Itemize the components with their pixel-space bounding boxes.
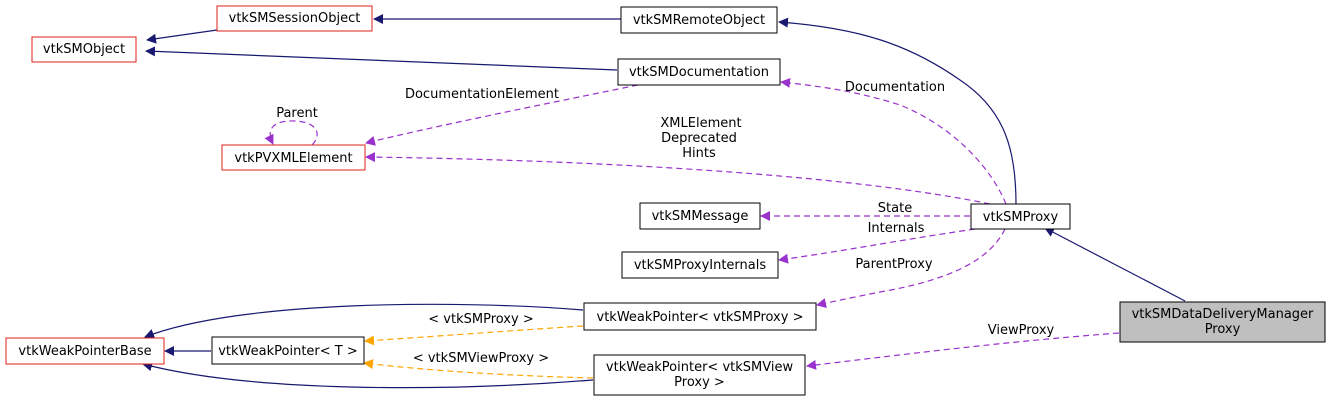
svg-text:vtkWeakPointer< vtkSMProxy >: vtkWeakPointer< vtkSMProxy > — [597, 310, 804, 325]
node-vtkweakpointer-vtksmviewproxy[interactable]: vtkWeakPointer< vtkSMView Proxy > — [593, 354, 806, 396]
svg-text:Parent: Parent — [276, 106, 318, 121]
edge-ddm-to-smproxy — [1044, 227, 1186, 302]
node-vtksmremoteobject[interactable]: vtkSMRemoteObject — [620, 6, 778, 34]
svg-text:Proxy >: Proxy > — [674, 375, 725, 390]
svg-text:vtkSMProxyInternals: vtkSMProxyInternals — [634, 258, 766, 273]
edge-smproxy-to-remoteobject — [778, 17, 1017, 205]
node-vtkweakpointer-vtksmproxy[interactable]: vtkWeakPointer< vtkSMProxy > — [583, 302, 817, 331]
svg-text:vtkSMDataDeliveryManager: vtkSMDataDeliveryManager — [1132, 307, 1314, 322]
svg-text:State: State — [878, 201, 912, 216]
svg-text:vtkWeakPointerBase: vtkWeakPointerBase — [18, 344, 151, 359]
edge-label-parentproxy: ParentProxy — [855, 257, 933, 272]
svg-text:ViewProxy: ViewProxy — [988, 323, 1055, 338]
edge-internals — [778, 228, 976, 264]
svg-text:vtkWeakPointer< T >: vtkWeakPointer< T > — [218, 344, 358, 359]
edge-viewproxy — [806, 332, 1120, 370]
edge-label-documentation: Documentation — [845, 80, 945, 95]
edge-parent-self — [264, 120, 318, 146]
edge-label-tmpl-smviewproxy: < vtkSMViewProxy > — [413, 351, 549, 366]
svg-text:< vtkSMViewProxy >: < vtkSMViewProxy > — [413, 351, 549, 366]
edge-weakptr-view-to-base — [142, 361, 594, 389]
svg-text:DocumentationElement: DocumentationElement — [405, 87, 559, 102]
svg-text:< vtkSMProxy >: < vtkSMProxy > — [428, 312, 533, 327]
edge-label-internals: Internals — [868, 221, 925, 236]
node-vtksmmessage[interactable]: vtkSMMessage — [639, 202, 761, 230]
edge-weakptr-proxy-to-base — [144, 303, 584, 339]
svg-text:vtkWeakPointer< vtkSMView: vtkWeakPointer< vtkSMView — [606, 360, 794, 375]
svg-text:ParentProxy: ParentProxy — [855, 257, 933, 272]
edge-xmlelement — [365, 152, 991, 205]
svg-text:XMLElement: XMLElement — [660, 116, 741, 131]
node-vtksmdocumentation[interactable]: vtkSMDocumentation — [617, 58, 781, 86]
svg-text:vtkSMRemoteObject: vtkSMRemoteObject — [633, 13, 765, 28]
svg-text:Hints: Hints — [682, 146, 716, 161]
node-vtksmsessionobject[interactable]: vtkSMSessionObject — [216, 5, 373, 32]
svg-text:vtkSMProxy: vtkSMProxy — [983, 210, 1059, 225]
edge-tmpl-smviewproxy — [363, 359, 594, 379]
node-vtkweakpointer-t[interactable]: vtkWeakPointer< T > — [211, 336, 365, 365]
edge-label-viewproxy: ViewProxy — [988, 323, 1055, 338]
edge-documentation-to-smobject — [145, 46, 618, 71]
svg-text:vtkSMMessage: vtkSMMessage — [652, 209, 749, 224]
svg-text:vtkSMObject: vtkSMObject — [43, 42, 125, 57]
svg-text:vtkSMSessionObject: vtkSMSessionObject — [229, 11, 361, 26]
svg-text:Proxy: Proxy — [1205, 322, 1241, 337]
edge-label-tmpl-smproxy: < vtkSMProxy > — [428, 312, 533, 327]
node-vtksmproxyinternals[interactable]: vtkSMProxyInternals — [621, 251, 779, 279]
edge-documentation — [780, 77, 1007, 205]
edge-tmpl-smproxy — [364, 325, 584, 346]
node-vtkweakpointerbase[interactable]: vtkWeakPointerBase — [5, 337, 165, 365]
edge-label-parent: Parent — [276, 106, 318, 121]
edge-label-documentation-element: DocumentationElement — [405, 87, 559, 102]
svg-text:vtkSMDocumentation: vtkSMDocumentation — [629, 65, 769, 80]
node-vtksmobject[interactable]: vtkSMObject — [31, 36, 137, 63]
node-vtksmproxy[interactable]: vtkSMProxy — [970, 203, 1071, 230]
edge-label-xmlelement: XMLElement Deprecated Hints — [660, 116, 741, 161]
edge-sessionobject-to-smobject — [146, 29, 218, 44]
svg-text:vtkPVXMLElement: vtkPVXMLElement — [234, 151, 352, 166]
node-vtkpvxmlelement[interactable]: vtkPVXMLElement — [221, 144, 366, 171]
edge-label-state: State — [878, 201, 912, 216]
svg-text:Deprecated: Deprecated — [661, 131, 737, 146]
edge-parentproxy — [816, 228, 1006, 308]
svg-text:Documentation: Documentation — [845, 80, 945, 95]
node-vtksmdatadeliverymanagerproxy[interactable]: vtkSMDataDeliveryManager Proxy — [1119, 301, 1326, 343]
svg-text:Internals: Internals — [868, 221, 925, 236]
